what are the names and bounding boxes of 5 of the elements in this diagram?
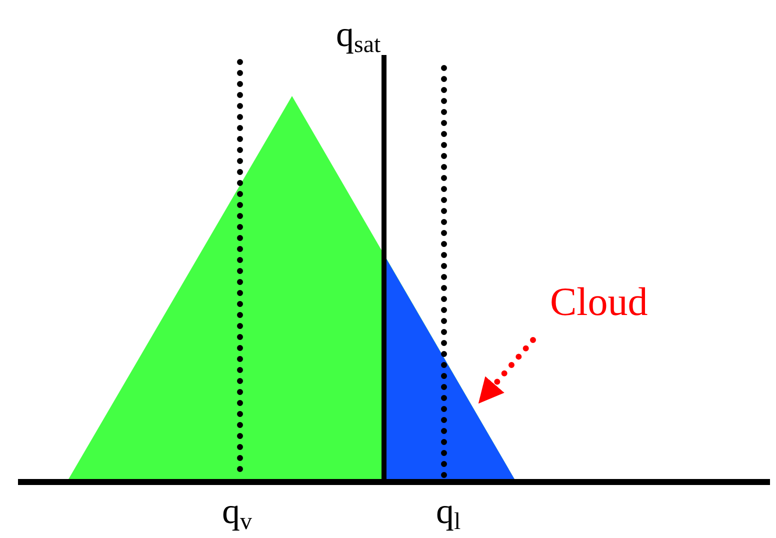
- variable-label: q$_{l}$: [436, 493, 461, 534]
- variable-label: q$_{v}$: [222, 493, 252, 534]
- callout-label: Cloud: [550, 282, 648, 322]
- variable-label: q$_{sat}$: [336, 16, 381, 57]
- leader-arrow: [477, 337, 536, 405]
